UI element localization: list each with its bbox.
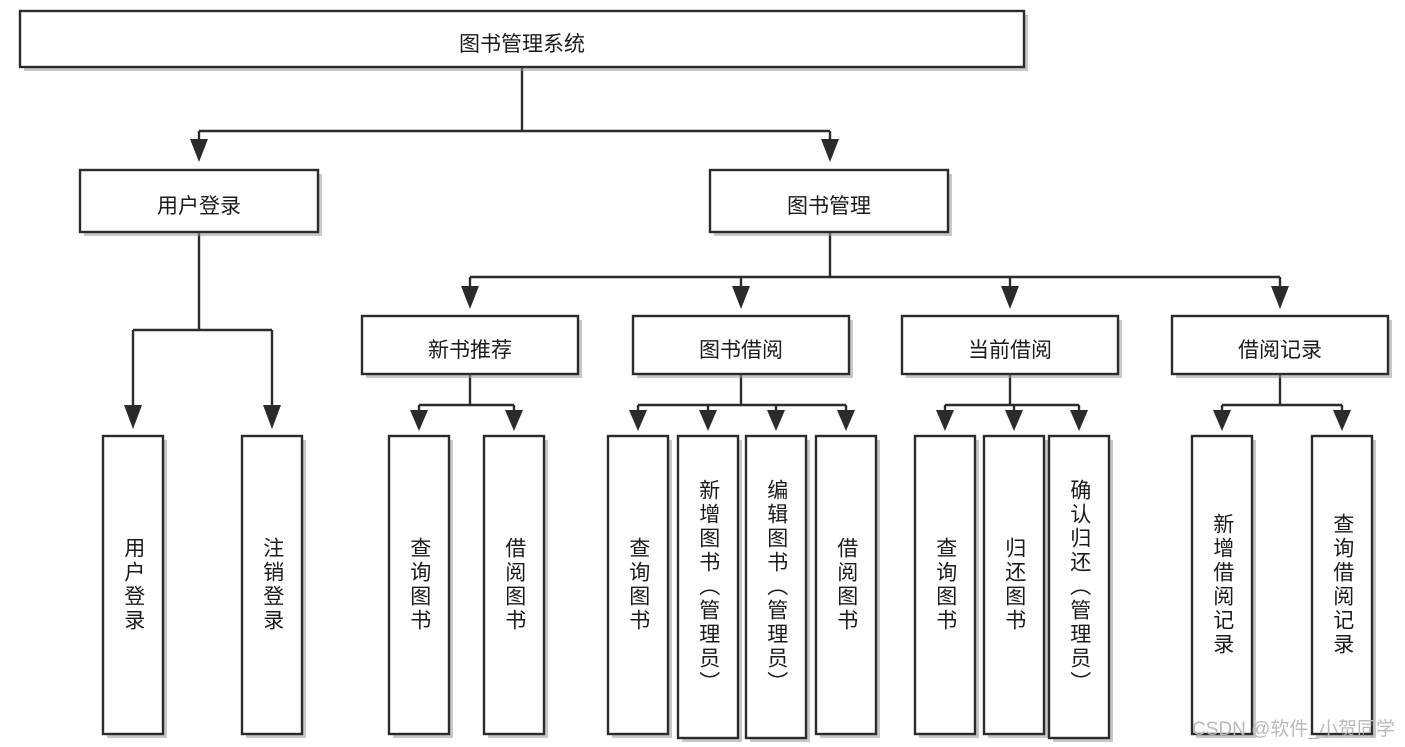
csdn-watermark: CSDN @软件_小贺同学	[1192, 719, 1395, 740]
arrow-to-current-borrow	[1001, 286, 1019, 309]
leaf-edit-book-admin-rect[interactable]	[744, 434, 808, 740]
connectors-borrow-record-to-leaves	[1213, 374, 1351, 431]
leaf-query-borrow-record-rect[interactable]	[1310, 434, 1374, 736]
node-current-borrow[interactable]	[900, 314, 1122, 378]
arrow-to-leaf-return-book	[1005, 410, 1023, 431]
leaf-return-book-rect[interactable]	[982, 434, 1046, 736]
arrow-to-book-borrow	[732, 286, 750, 309]
connectors-root-to-level2	[190, 67, 839, 162]
arrow-to-leaf-query-book-recommend	[410, 410, 428, 431]
arrow-root-to-book-management	[821, 139, 839, 162]
leaf-user-login-rect[interactable]	[101, 434, 165, 736]
node-leaf-query-book-current[interactable]	[913, 434, 979, 738]
current-borrow-rect[interactable]	[900, 314, 1120, 376]
node-leaf-add-book-admin[interactable]	[676, 434, 742, 742]
leaf-query-book-borrow-rect[interactable]	[606, 434, 670, 736]
connectors-user-login-to-leaves	[124, 232, 281, 429]
node-leaf-edit-book-admin[interactable]	[744, 434, 810, 742]
user-login-rect[interactable]	[78, 168, 320, 234]
node-leaf-confirm-return-admin[interactable]	[1047, 434, 1113, 742]
arrow-to-leaf-query-book-borrow	[629, 410, 647, 431]
connectors-current-borrow-to-leaves	[936, 374, 1088, 431]
leaf-borrow-book-rect[interactable]	[814, 434, 878, 736]
connectors-new-book-recommend-to-leaves	[410, 374, 523, 431]
arrow-to-borrow-record	[1271, 286, 1289, 309]
leaf-borrow-book-recommend-rect[interactable]	[482, 434, 546, 736]
arrow-to-leaf-query-book-current	[936, 410, 954, 431]
node-leaf-add-borrow-record[interactable]	[1190, 434, 1256, 738]
leaf-add-book-admin-rect[interactable]	[676, 434, 740, 740]
arrow-to-leaf-user-login	[124, 405, 142, 429]
root-rect[interactable]	[18, 9, 1026, 69]
arrow-to-leaf-borrow-book	[837, 410, 855, 431]
connectors-book-borrow-to-leaves	[629, 374, 855, 431]
node-leaf-query-borrow-record[interactable]	[1310, 434, 1376, 738]
node-book-borrow[interactable]	[631, 314, 853, 378]
arrow-to-leaf-add-book-admin	[699, 410, 717, 431]
arrow-to-leaf-logout-login	[263, 405, 281, 429]
borrow-record-rect[interactable]	[1170, 314, 1390, 376]
book-management-rect[interactable]	[708, 168, 950, 234]
node-leaf-query-book-borrow[interactable]	[606, 434, 672, 738]
leaf-logout-login-rect[interactable]	[240, 434, 304, 736]
arrow-to-leaf-add-borrow-record	[1213, 410, 1231, 431]
leaf-confirm-return-admin-rect[interactable]	[1047, 434, 1111, 740]
node-root[interactable]	[18, 9, 1028, 71]
arrow-to-leaf-query-borrow-record	[1333, 410, 1351, 431]
node-leaf-logout-login[interactable]	[240, 434, 306, 738]
arrow-root-to-user-login	[190, 139, 208, 162]
leaf-add-borrow-record-rect[interactable]	[1190, 434, 1254, 736]
node-user-login[interactable]	[78, 168, 322, 236]
arrow-to-leaf-borrow-book-recommend	[505, 410, 523, 431]
new-book-recommend-rect[interactable]	[360, 314, 580, 376]
connectors-book-management-to-level3	[461, 232, 1289, 309]
node-leaf-borrow-book-recommend[interactable]	[482, 434, 548, 738]
node-leaf-query-book-recommend[interactable]	[387, 434, 453, 738]
node-book-management[interactable]	[708, 168, 952, 236]
leaf-query-book-recommend-rect[interactable]	[387, 434, 451, 736]
node-new-book-recommend[interactable]	[360, 314, 582, 378]
leaf-query-book-current-rect[interactable]	[913, 434, 977, 736]
node-leaf-return-book[interactable]	[982, 434, 1048, 738]
arrow-to-new-book-recommend	[461, 286, 479, 309]
book-borrow-rect[interactable]	[631, 314, 851, 376]
node-leaf-user-login[interactable]	[101, 434, 167, 738]
arrow-to-leaf-confirm-return-admin	[1070, 410, 1088, 431]
arrow-to-leaf-edit-book-admin	[767, 410, 785, 431]
node-borrow-record[interactable]	[1170, 314, 1392, 378]
node-leaf-borrow-book[interactable]	[814, 434, 880, 738]
